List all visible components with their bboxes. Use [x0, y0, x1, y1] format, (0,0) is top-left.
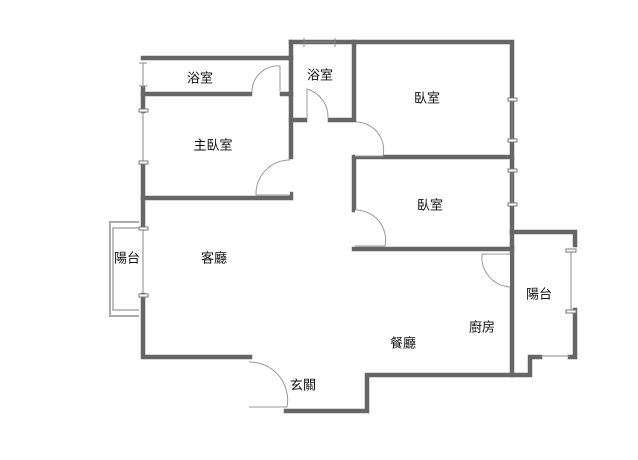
- room-label-living-room: 客廳: [200, 251, 228, 267]
- doors: [248, 65, 511, 408]
- room-label-entrance: 玄關: [289, 378, 317, 394]
- room-label-master-bedroom: 主臥室: [193, 138, 233, 154]
- room-label-east-balcony: 陽台: [525, 287, 553, 303]
- room-label-bedroom-2: 臥室: [416, 198, 444, 214]
- room-label-master-bath: 浴室: [186, 71, 214, 87]
- room-label-west-balcony: 陽台: [113, 251, 141, 267]
- room-label-kitchen: 廚房: [468, 320, 496, 336]
- room-label-bedroom-1: 臥室: [413, 91, 441, 107]
- windows: [109, 38, 577, 357]
- room-label-bath: 浴室: [306, 68, 334, 84]
- walls: [140, 39, 578, 414]
- room-label-dining-room: 餐廳: [389, 336, 417, 352]
